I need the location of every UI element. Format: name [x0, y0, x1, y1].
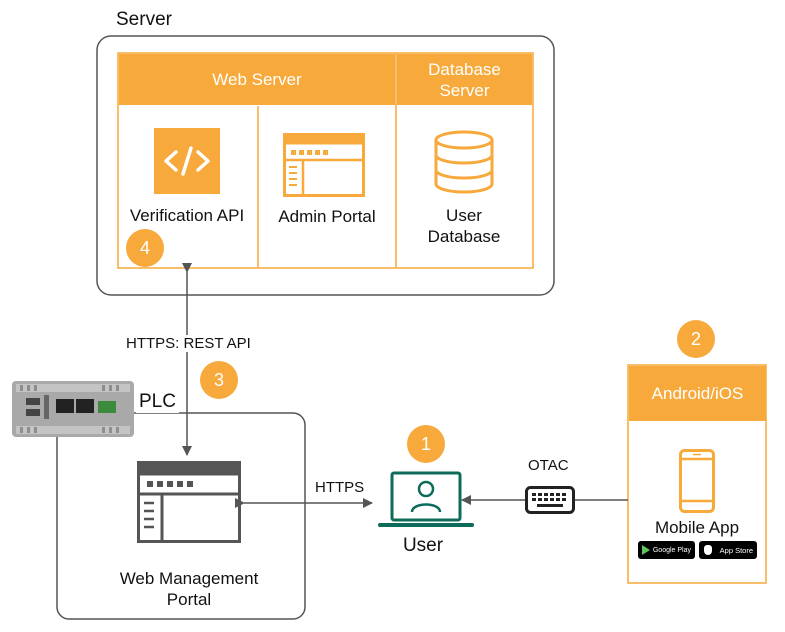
https-rest-api-label: HTTPS: REST API	[124, 335, 253, 352]
step-1-badge: 1	[407, 425, 445, 463]
server-title: Server	[116, 9, 172, 30]
verification-api-label: Verification API	[129, 206, 245, 225]
server-inner-box	[117, 52, 534, 269]
mobile-container	[627, 364, 767, 584]
android-ios-header: Android/iOS	[629, 366, 766, 421]
user-label: User	[402, 535, 444, 556]
web-management-portal-label: Web Management Portal	[119, 569, 259, 609]
laptop-user-icon	[378, 470, 474, 532]
app-store-badge[interactable]: App Store	[699, 541, 757, 559]
step-4-badge: 4	[126, 229, 164, 267]
browser-window-icon	[283, 133, 365, 197]
web-server-header: Web Server	[119, 54, 395, 105]
smartphone-icon	[679, 449, 715, 513]
https-label: HTTPS	[315, 479, 365, 496]
google-play-badge[interactable]: Google Play	[638, 541, 695, 559]
mobile-app-label: Mobile App	[654, 518, 740, 537]
keyboard-icon	[525, 486, 575, 514]
plc-container	[56, 412, 306, 620]
server-container	[96, 35, 555, 296]
user-database-label: User Database	[427, 206, 501, 246]
app-store-text: App Store	[719, 545, 753, 555]
step-2-badge: 2	[677, 320, 715, 358]
apple-icon	[704, 545, 712, 555]
plc-device-image	[12, 381, 134, 437]
google-play-text: Google Play	[652, 546, 691, 554]
database-server-header: Database Server	[397, 54, 532, 105]
plc-title: PLC	[136, 391, 179, 413]
web-management-window-icon	[137, 461, 241, 543]
otac-label: OTAC	[528, 457, 569, 474]
admin-portal-label: Admin Portal	[278, 207, 376, 226]
code-icon	[154, 128, 220, 194]
google-play-icon	[642, 545, 650, 555]
step-3-badge: 3	[200, 361, 238, 399]
database-icon	[431, 130, 497, 194]
